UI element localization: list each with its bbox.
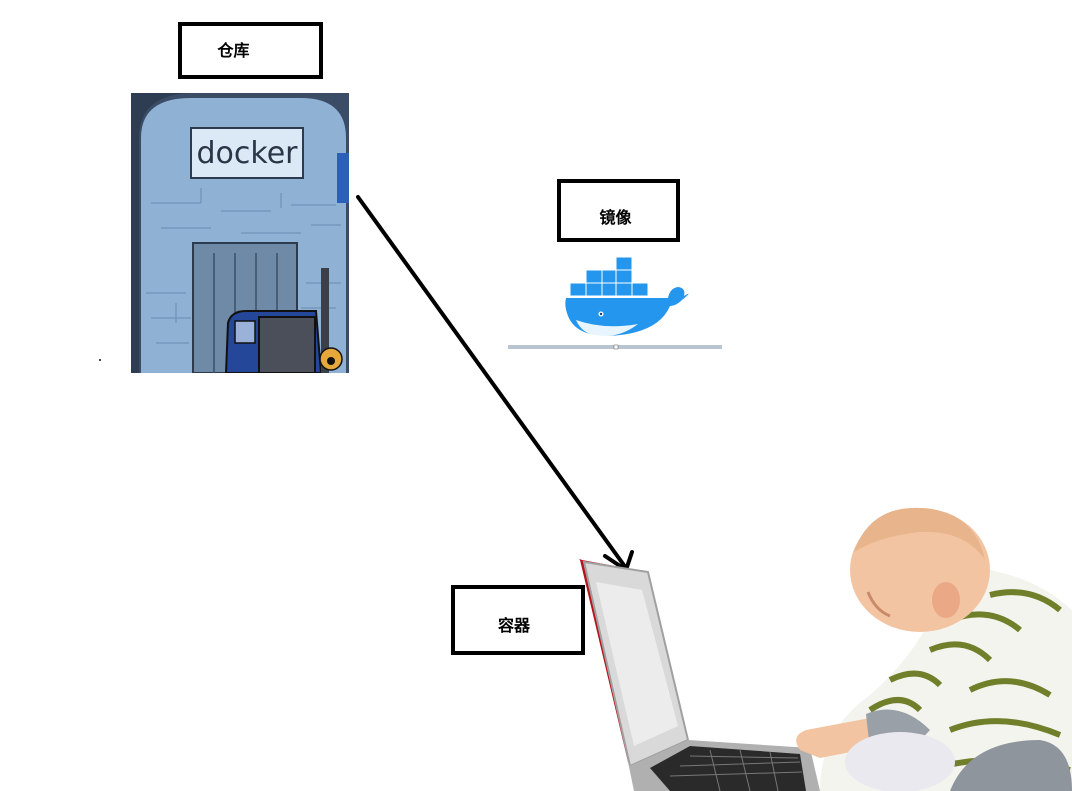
laptop	[579, 559, 820, 791]
container-label: 容器	[497, 616, 530, 635]
container-label-box: 容器	[451, 585, 585, 655]
truck	[224, 268, 329, 373]
image-label: 镜像	[599, 207, 632, 227]
baby	[796, 507, 1072, 791]
warehouse-sign-text: docker	[197, 136, 299, 171]
docker-whale-icon	[508, 256, 722, 350]
repository-label: 仓库	[217, 40, 250, 60]
docker-sign: docker	[190, 127, 304, 179]
arrow-line	[356, 195, 628, 570]
repository-label-box: 仓库	[178, 22, 323, 79]
stray-dot	[99, 359, 101, 361]
image-label-box: 镜像	[557, 179, 680, 242]
baby-laptop-icon	[579, 507, 1072, 791]
docker-warehouse-icon: docker	[131, 93, 349, 373]
